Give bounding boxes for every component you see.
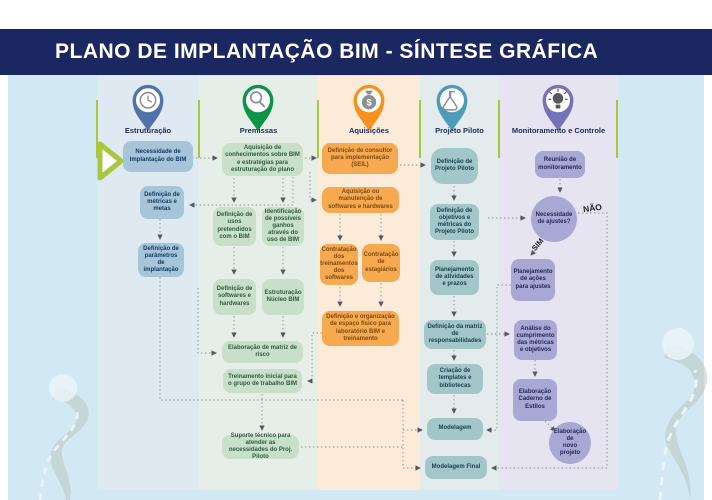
flow-box-suporte-tecnico: Suporte técnico para atender as necessid…: [222, 433, 299, 460]
flow-box-modelagem-final: Modelagem Final: [425, 456, 487, 479]
flow-box-planejamento-acoes-ajustes: Planejamento de ações para ajustes: [511, 259, 555, 301]
flow-box-identificacao-possiveis-ganhos: Identificação de possíveis ganhos atravé…: [262, 207, 304, 246]
column-divider: [616, 100, 618, 158]
flow-box-definicao-softwares-hardwares: Definição de softwares e hardwares: [213, 279, 256, 315]
svg-text:$: $: [366, 98, 372, 109]
flow-box-definicao-parametros-implantacao: Definição de parâmetros de implantação: [138, 243, 184, 277]
flow-box-definicao-consultor: Definição de consultor para implementaçã…: [322, 143, 398, 174]
flow-box-matriz-responsabilidades: Definição da matriz de responsabilidades: [424, 320, 486, 349]
title-banner: PLANO DE IMPLANTAÇÃO BIM - SÍNTESE GRÁFI…: [0, 29, 712, 75]
flow-box-definicao-projeto-piloto: Definição de Projeto Piloto: [431, 148, 478, 184]
column-header-monitoramento: Monitoramento e Controle: [511, 126, 606, 135]
flask-icon: [436, 84, 468, 132]
flow-box-criacao-templates-bibliotecas: Criação de templates e bibliotecas: [427, 364, 483, 394]
flow-box-reuniao-monitoramento: Reunião de monitoramento: [535, 151, 585, 178]
column-divider: [317, 100, 319, 158]
flow-box-espaco-fisico-laboratorio: Definição e organização de espaço físico…: [322, 311, 399, 346]
flow-box-analise-cumprimento-metricas: Análise do cumprimento das métricas e ob…: [514, 320, 557, 360]
flow-box-definicao-metricas-metas: Definição de métricas e metas: [140, 186, 184, 219]
flow-box-elaboracao-caderno-estilos: Elaboração Caderno de Estilos: [513, 379, 557, 421]
flow-box-contratacao-treinamentos: Contratação dos treinamentos dos softwar…: [320, 244, 358, 285]
flow-box-definicao-usos-pretendidos: Definição de usos pretendidos com o BIM: [213, 207, 256, 246]
final-circle-bold: novo projeto: [559, 443, 581, 457]
magnifier-icon: [242, 84, 274, 132]
column-header-aquisicoes: Aquisições: [348, 126, 389, 135]
money-bag-icon: $: [353, 84, 385, 132]
flow-box-elaboracao-matriz-risco: Elaboração de matriz de risco: [222, 341, 303, 363]
column-header-projeto-piloto: Projeto Piloto: [435, 126, 484, 135]
column-divider: [419, 100, 421, 158]
final-circle-novo-projeto: Elaboração de novo projeto: [549, 422, 591, 464]
flow-box-aquisicao-manutencao-softwares: Aquisição ou manutenção de softwares e h…: [322, 187, 399, 213]
column-divider: [498, 100, 500, 158]
flow-box-necessidade-implantacao-bim: Necessidade de Implantação do BIM: [123, 141, 193, 172]
flow-box-modelagem: Modelagem: [427, 418, 483, 440]
road-graphic-left: [14, 374, 89, 500]
flow-box-estruturacao-nucleo-bim: Estruturação Núcleo BIM: [262, 279, 304, 315]
final-circle-prefix: Elaboração de: [553, 428, 587, 442]
column-header-estruturacao: Estruturação: [124, 126, 172, 135]
decision-circle-necessidade-ajustes: Necessidade de ajustes?: [531, 196, 577, 242]
lightbulb-icon: [542, 84, 574, 132]
flow-box-aquisicao-conhecimentos-bim: Aquisição de conhecimentos sobre BIM e e…: [222, 143, 303, 176]
column-divider: [198, 100, 200, 158]
road-graphic-right: [630, 328, 708, 500]
flow-box-objetivos-metricas-piloto: Definição de objetivos e métricas do Pro…: [430, 204, 479, 240]
flow-box-treinamento-inicial: Treinamento inicial para o grupo de trab…: [223, 369, 302, 393]
column-divider: [96, 100, 98, 158]
flow-box-contratacao-estagiarios: Contratação de estagiários: [362, 244, 400, 282]
page-title: PLANO DE IMPLANTAÇÃO BIM - SÍNTESE GRÁFI…: [55, 40, 599, 63]
clock-icon: [132, 84, 164, 132]
start-arrow-icon: [97, 141, 124, 181]
column-header-premissas: Premissas: [239, 126, 278, 135]
flow-box-planejamento-atividades-prazos: Planejamento de atividades e prazos: [430, 260, 479, 295]
